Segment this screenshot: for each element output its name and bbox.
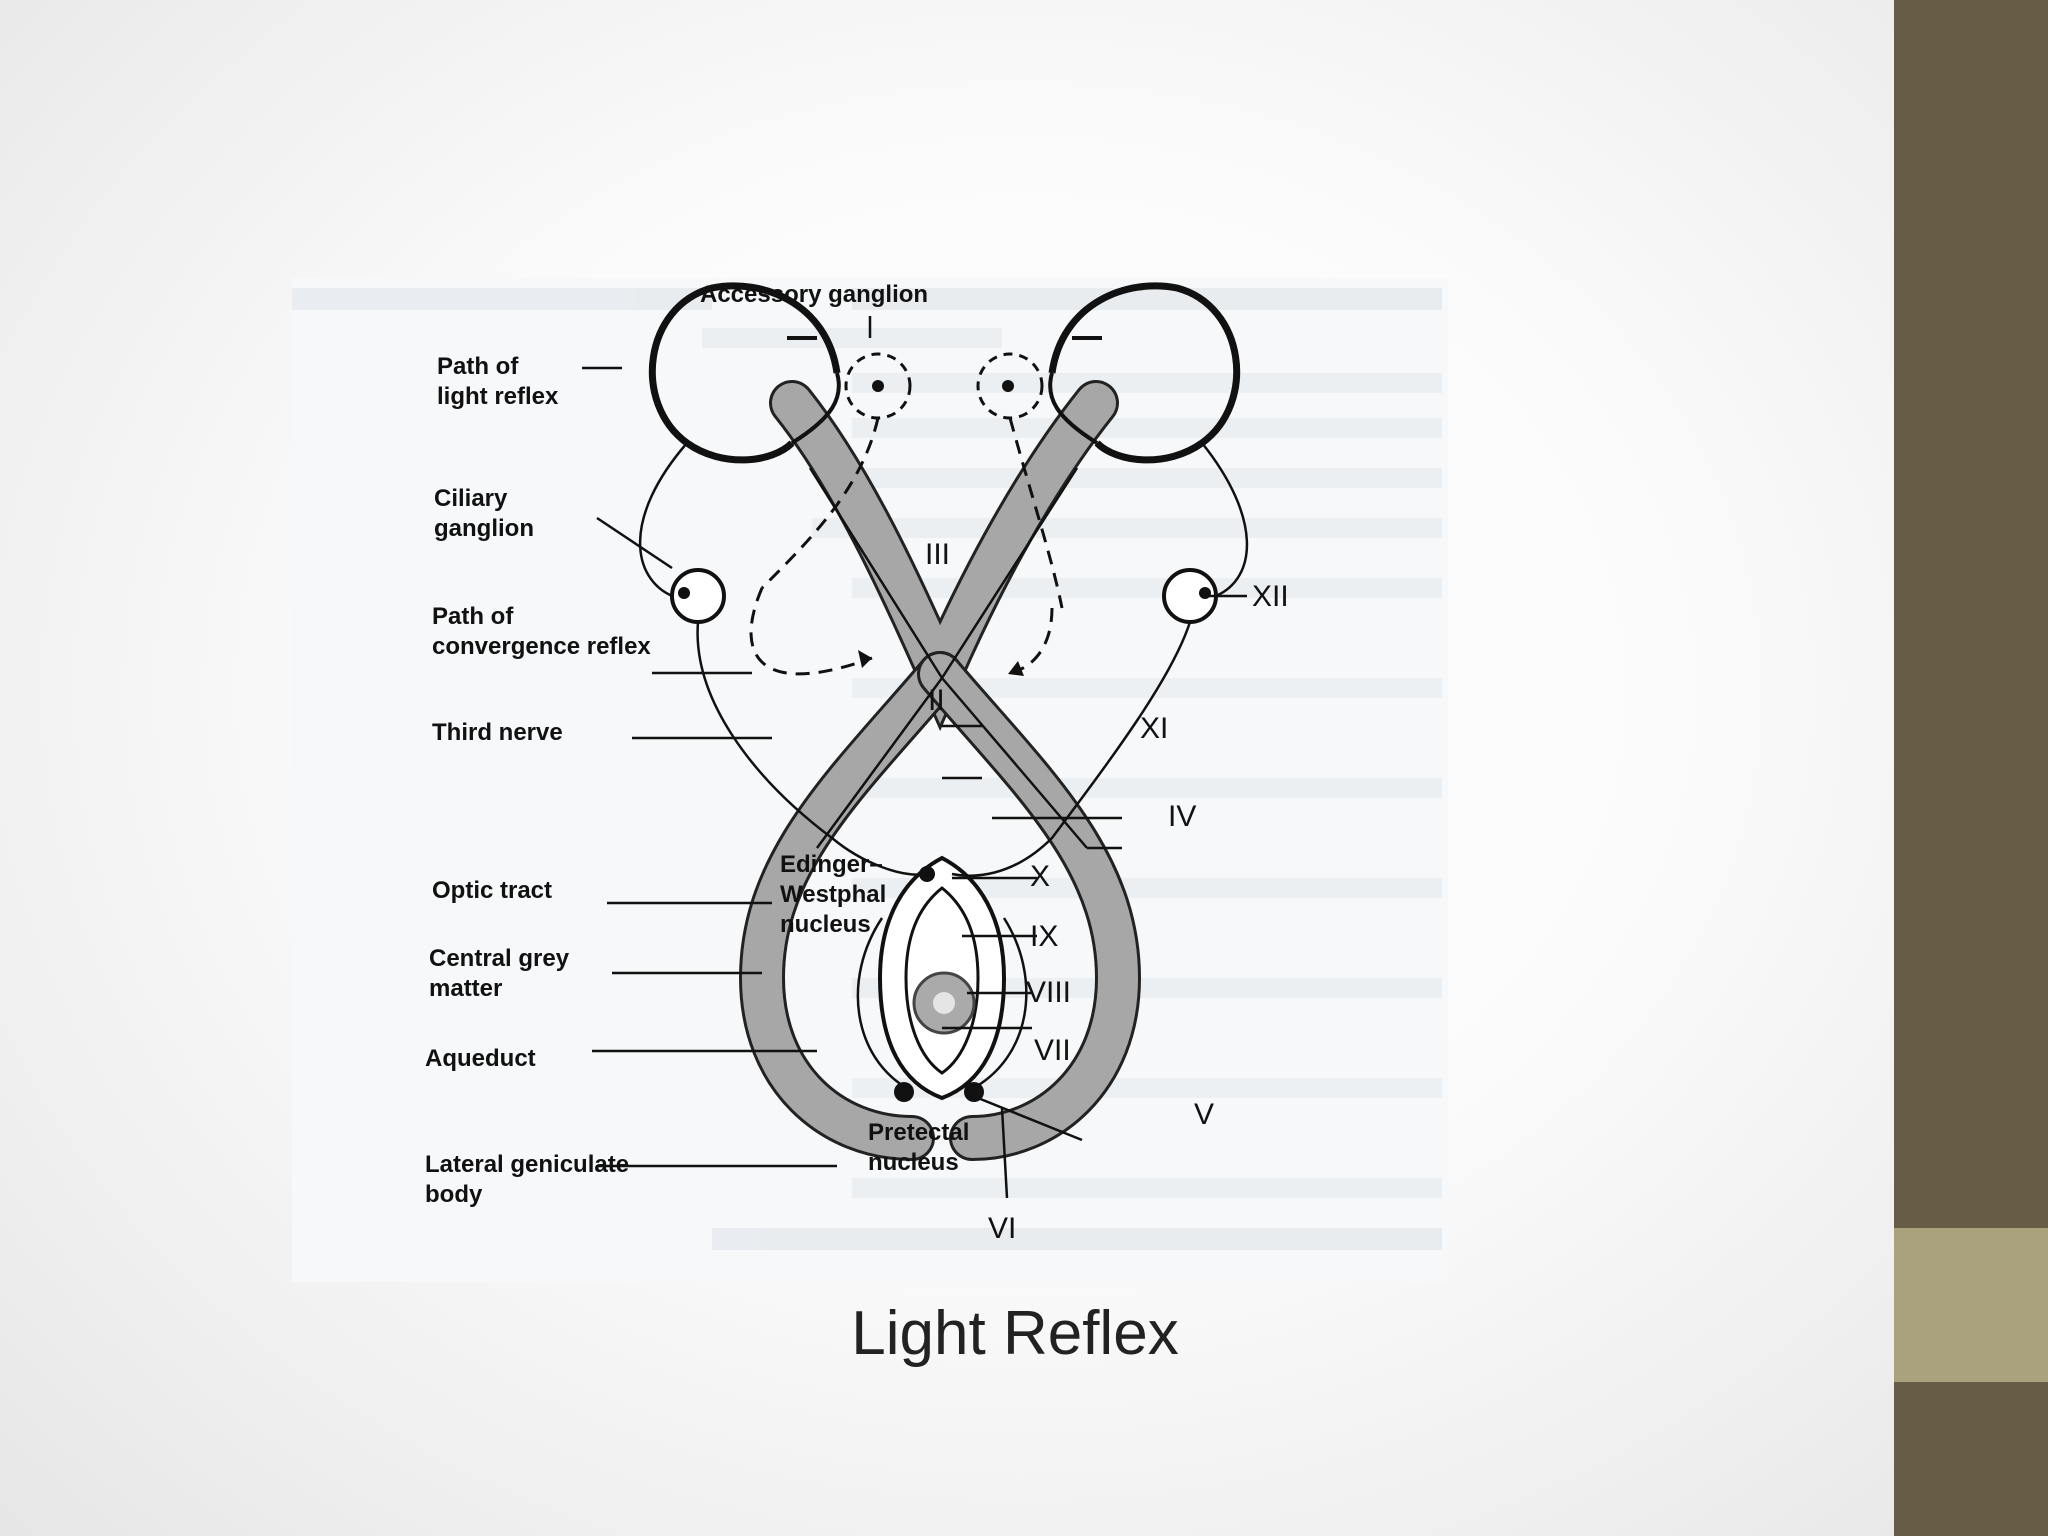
label-pretectal-1: Pretectal [868, 1119, 969, 1146]
label-accessory-ganglion: Accessory ganglion [700, 281, 928, 308]
midbrain [877, 855, 1007, 1101]
right-eye [1048, 282, 1241, 464]
label-ciliary-2: ganglion [434, 515, 534, 542]
light-reflex-diagram: Accessory ganglion Path of light reflex … [292, 278, 1448, 1282]
numeral-VIII: VIII [1026, 976, 1071, 1009]
left-labels: Accessory ganglion Path of light reflex … [425, 281, 928, 1208]
numeral-II: II [928, 684, 945, 717]
numeral-VI: VI [988, 1212, 1016, 1245]
label-pretectal-2: nucleus [868, 1149, 959, 1176]
accessory-ganglion-dot-left [872, 380, 884, 392]
numeral-XI: XI [1140, 712, 1168, 745]
label-path-conv-2: convergence reflex [432, 633, 651, 660]
label-central-grey-1: Central grey [429, 945, 570, 972]
numeral-IV: IV [1168, 800, 1196, 833]
numeral-IX: IX [1030, 920, 1058, 953]
left-eye [648, 282, 841, 464]
label-ciliary-1: Ciliary [434, 485, 508, 512]
aqueduct [933, 992, 955, 1014]
pretectal-dot-right [964, 1082, 984, 1102]
label-path-light-1: Path of [437, 353, 519, 380]
sidebar-accent-block [1894, 1228, 2048, 1382]
label-central-grey-2: matter [429, 975, 502, 1002]
numeral-X: X [1030, 860, 1050, 893]
optic-pathway-band [738, 380, 1142, 1161]
numeral-VII: VII [1034, 1034, 1071, 1067]
arrowheads [858, 650, 1024, 676]
label-aqueduct: Aqueduct [425, 1045, 536, 1072]
ciliary-ganglion-dot-left [678, 587, 690, 599]
label-optic-tract: Optic tract [432, 877, 552, 904]
label-lgb-2: body [425, 1181, 483, 1208]
label-third-nerve: Third nerve [432, 719, 563, 746]
pretectal-dot-left [894, 1082, 914, 1102]
leader-lines [582, 316, 1247, 1199]
label-ew-3: nucleus [780, 911, 871, 938]
label-path-light-2: light reflex [437, 383, 559, 410]
accessory-ganglion-dot-right [1002, 380, 1014, 392]
numeral-labels: III II XII XI IV X IX VIII VII V VI [925, 538, 1289, 1245]
label-ew-2: Westphal [780, 881, 886, 908]
center-labels: Edinger– Westphal nucleus Pretectal nucl… [780, 851, 969, 1176]
neural-pathways [638, 442, 1249, 1092]
label-lgb-1: Lateral geniculate [425, 1151, 629, 1178]
label-path-conv-1: Path of [432, 603, 514, 630]
numeral-III: III [925, 538, 950, 571]
slide-title: Light Reflex [851, 1299, 1179, 1368]
label-ew-1: Edinger– [780, 851, 883, 878]
numeral-XII: XII [1252, 580, 1289, 613]
numeral-V: V [1194, 1098, 1214, 1131]
